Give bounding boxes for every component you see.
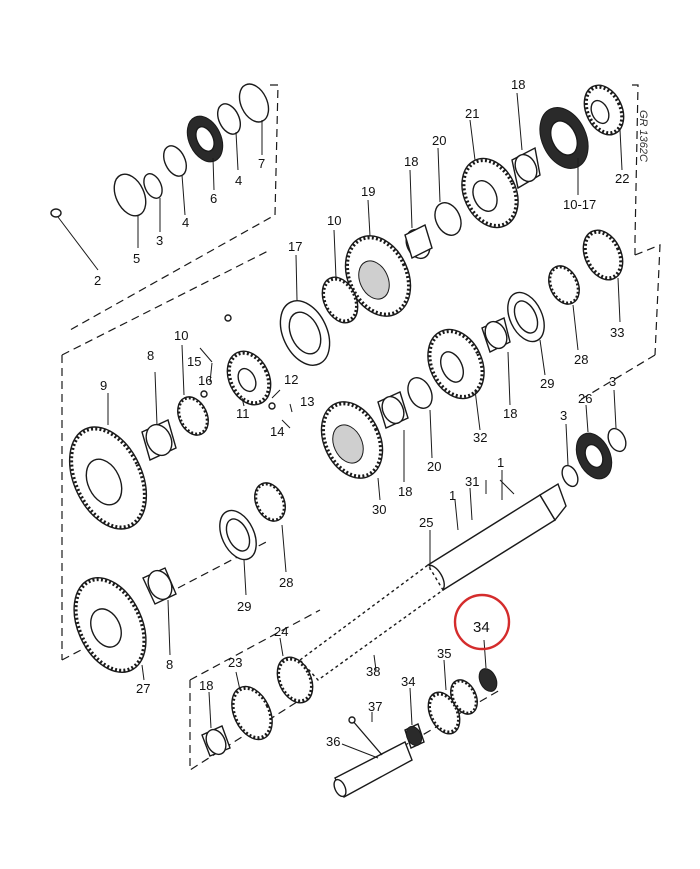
label-36: 36 (326, 734, 340, 749)
synchro-group (68, 314, 293, 530)
label-28-b: 28 (279, 575, 293, 590)
top-left-parts (50, 83, 270, 271)
label-10b: 10 (174, 328, 188, 343)
highlighted-label-34: 34 (473, 619, 490, 636)
label-3-c: 3 (560, 408, 567, 423)
label-9: 9 (100, 378, 107, 393)
label-18-top: 18 (511, 77, 525, 92)
label-26: 26 (578, 391, 592, 406)
label-10-17: 10-17 (563, 197, 596, 212)
label-1-b: 1 (449, 488, 456, 503)
label-31: 31 (465, 474, 479, 489)
label-29: 29 (540, 376, 554, 391)
label-13: 13 (300, 394, 314, 409)
label-38: 38 (366, 664, 380, 679)
label-24: 24 (274, 624, 288, 639)
label-19: 19 (361, 184, 375, 199)
label-2: 2 (94, 273, 101, 288)
label-4b: 4 (235, 173, 242, 188)
main-shaft (298, 470, 567, 681)
label-17: 17 (288, 239, 302, 254)
label-23: 23 (228, 655, 242, 670)
label-32: 32 (473, 430, 487, 445)
label-25: 25 (419, 515, 433, 530)
label-8-b: 8 (166, 657, 173, 672)
lower-left-gears (73, 482, 287, 681)
label-27: 27 (136, 681, 150, 696)
label-8: 8 (147, 348, 154, 363)
label-28: 28 (574, 352, 588, 367)
label-18-c: 18 (503, 406, 517, 421)
label-10: 10 (327, 213, 341, 228)
middle-upper-gears (279, 169, 433, 366)
reference-code: GR 1362C (637, 110, 649, 162)
label-20-top: 20 (432, 133, 446, 148)
label-37: 37 (368, 699, 382, 714)
right-middle-gears (320, 229, 624, 501)
label-22: 22 (615, 171, 629, 186)
label-3: 3 (156, 233, 163, 248)
label-14: 14 (270, 424, 284, 439)
top-right-gears (434, 84, 625, 236)
label-6: 6 (210, 191, 217, 206)
label-1-a: 1 (497, 455, 504, 470)
label-18-d: 18 (398, 484, 412, 499)
label-12: 12 (284, 372, 298, 387)
label-35: 35 (437, 646, 451, 661)
label-30: 30 (372, 502, 386, 517)
label-15: 15 (187, 354, 201, 369)
bottom-cluster (201, 637, 498, 798)
label-5: 5 (133, 251, 140, 266)
right-bearings (561, 389, 627, 488)
label-20-b: 20 (427, 459, 441, 474)
label-4: 4 (182, 215, 189, 230)
label-3-b: 3 (609, 374, 616, 389)
label-21: 21 (465, 106, 479, 121)
label-34: 34 (401, 674, 415, 689)
label-11: 11 (236, 406, 250, 421)
label-29-b: 29 (237, 599, 251, 614)
highlight-circle (453, 593, 511, 651)
label-16: 16 (198, 373, 212, 388)
label-18-e: 18 (199, 678, 213, 693)
label-33: 33 (610, 325, 624, 340)
label-7: 7 (258, 156, 265, 171)
part-labels: 2 5 3 4 6 4 7 18 21 20 18 10-17 22 19 10… (94, 77, 629, 749)
label-18-b: 18 (404, 154, 418, 169)
